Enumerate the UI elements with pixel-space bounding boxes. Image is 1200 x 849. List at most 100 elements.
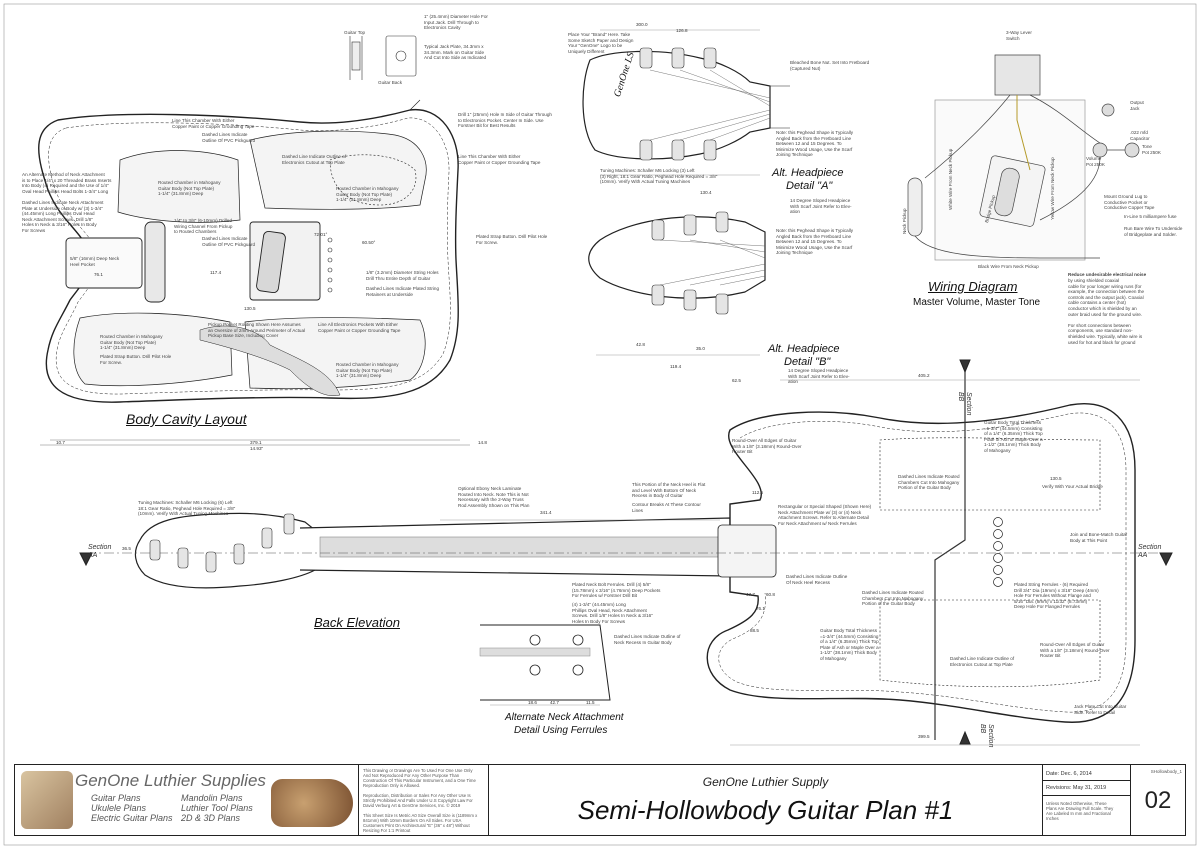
neck-pocket [65, 237, 143, 289]
note-dashed-pvc-2: Dashed Lines Indicate Outline Of PVC Pic… [202, 236, 256, 247]
neck-pickup-route [144, 221, 166, 303]
note-tuners-back: Tuning Machines: Schaller M6 Locking (6)… [138, 500, 236, 517]
plans-left-1: Ukulele Plans [91, 803, 147, 813]
note-strap-button-2: Plated Strap Button. Drill Pilot Hole Fo… [100, 354, 172, 365]
headstock-b-outline [588, 216, 766, 299]
note-routed-chamber-1: Routed Chamber in Mahogany Guitar Body (… [158, 180, 221, 197]
note-neck-bolts-alt: (4) 1-3/4" (44.45mm) Long Phillips Oval … [572, 602, 653, 624]
strings-a [649, 69, 771, 141]
tb-brand-cell: GenOne Luthier Supplies Guitar Plans Uku… [15, 765, 359, 835]
tb-divider-1 [1043, 780, 1130, 781]
body-back-inner [718, 412, 1127, 713]
section-line-bb [934, 370, 966, 740]
w-reduce-text: by using shielded coaxial cable for your… [1068, 278, 1145, 345]
back-elevation [79, 359, 1173, 745]
dim-130-5: 130.5 [1050, 476, 1062, 481]
note-roundover-2: Round-Over All Edges of Guitar With a 1/… [1040, 642, 1110, 659]
note-wiring-channel: 1/4" to 3/8" (6-10mm) Drilled Wiring Cha… [174, 218, 233, 235]
section-arrow-left [79, 552, 93, 567]
tb-date-cell: Date: Dec. 6, 2014 Revisions: May 31, 20… [1043, 765, 1131, 835]
note-dashed-routed: Dashed Lines Indicate Routed Chambers Cu… [898, 474, 960, 491]
alt-headpiece-a-title-1: Alt. Headpiece [772, 167, 844, 179]
note-join-body: Join and Bone-Match Guitar Body at This … [1070, 532, 1128, 543]
note-string-holes: 1/8" (3.2mm) Diameter String Holes Drill… [366, 270, 439, 281]
dim-35: 35.0 [696, 346, 705, 351]
w-label-black-wire: Black Wire From Neck Pickup [978, 264, 1039, 269]
w-label-3way: 3-Way Lever Switch [1006, 30, 1032, 41]
f-hole-left [199, 325, 341, 397]
chamber-upper-left [117, 150, 241, 223]
dim-76b: 76.1 [756, 606, 765, 611]
w-label-bare: Run Bare Wire To Underside of Bridgeplat… [1124, 226, 1183, 237]
note-routed-chamber-2: Routed Chamber in Mahogany Guitar Body (… [336, 186, 399, 203]
neck-plate-back [717, 524, 777, 578]
note-electronics-foil: Line All Electronics Pockets With Either… [318, 322, 401, 333]
brand-body-image [271, 779, 353, 827]
sheet-number: 02 [1144, 787, 1172, 814]
note-neck-plate: Rectangular or Special Shaped (Shown Her… [778, 504, 872, 526]
brand-guitar-image [21, 771, 73, 829]
note-drill-side: Drill 1" (25mm) Hole In Side of Guitar T… [458, 112, 552, 129]
dim-42: 42.8 [636, 342, 645, 347]
dim-130: 130.5 [244, 306, 256, 311]
dimension-lines [440, 29, 1140, 746]
dim-36: 36.5 [122, 546, 131, 551]
section-arrow-bottom [959, 730, 971, 745]
alt-neck-detail [479, 624, 611, 701]
w-label-yellow: Yellow Wire From Neck Pickup [1050, 157, 1055, 220]
note-guitar-back: Guitar Back [378, 80, 402, 85]
chamber-lower-left [73, 312, 233, 387]
dim-405: 405.2 [918, 373, 930, 378]
note-guitar-top: Guitar Top [344, 30, 366, 35]
dim-341: 341.4 [540, 510, 552, 515]
note-brand: Place Your "Brand" Here. Take Some Sketc… [568, 32, 634, 54]
alt-headpiece-b [588, 216, 766, 299]
note-tuners-a: Tuning Machines: Schaller M6 Locking (3)… [600, 168, 718, 185]
dim-body-width: 379.1 [250, 440, 262, 445]
note-string-ferrules: Plated String Ferrules - (6) Required Dr… [1014, 582, 1099, 610]
note-routed-chamber-3: Routed Chamber in Mahogany Guitar Body (… [100, 334, 163, 351]
note-jack-plate-2: Jack Plate Cut Into Guitar Side. Refer t… [1074, 704, 1127, 715]
note-chamber-foil-2: Line This Chamber With Either Copper Pai… [458, 154, 541, 165]
body-chamber-back-2 [879, 599, 1101, 688]
alt-headpiece-b-title-1: Alt. Headpiece [768, 343, 840, 355]
w-label-volume: Volume Pot 250K [1086, 156, 1105, 167]
note-bone-nut: Bleached Bone Nut. Set Into Fretboard (C… [790, 60, 870, 71]
note-neck-heel: This Portion of the Neck Heel is Flat an… [632, 482, 706, 499]
note-roundover-1: Round-Over All Edges of Guitar With a 1/… [732, 438, 802, 455]
note-strap-button-1: Plated Strap Button. Drill Pilot Hole Fo… [476, 234, 548, 245]
tb-legal-cell: This Drawing or Drawings Are To Used For… [359, 765, 489, 835]
dim-112: 112.5 [752, 490, 764, 495]
supply-name: GenOne Luthier Supply [702, 775, 829, 789]
dim-47: 47.7 [746, 592, 755, 597]
note-dashed-electronics: Dashed Line Indicate Outline of Electron… [282, 154, 347, 165]
legal-text: This Drawing or Drawings Are To Used For… [363, 768, 478, 833]
tb-divider-2 [1043, 795, 1130, 796]
wiring-diagram-title: Wiring Diagram [928, 279, 1018, 294]
section-label-right: Section AA [1138, 544, 1162, 559]
dim-11: 11.5 [586, 700, 595, 705]
w-label-milliamp: In-Line 5 milliampere fuse [1124, 214, 1177, 219]
w-reduce-title: Reduce undesirable electrical noise [1068, 272, 1147, 277]
alt-neck-title-2: Detail Using Ferrules [514, 725, 608, 736]
plans-right-2: 2D & 3D Plans [181, 813, 241, 823]
string-holes [327, 237, 333, 293]
ferrule-holes [993, 517, 1003, 587]
dim-117: 117.4 [210, 270, 222, 275]
back-elevation-title: Back Elevation [314, 615, 400, 630]
alt-headpiece-b-title-2: Detail "B" [784, 356, 831, 368]
note-routed-chamber-4: Routed Chamber in Mahogany Guitar Body (… [336, 362, 399, 379]
note-total-thick-1: Guitar Body Total Thickness =1-3/4" (44.… [984, 420, 1043, 453]
note-neck-pocket: 5/8" (16mm) Deep Neck Heel Pocket [70, 256, 120, 267]
tb-sheet-cell: SHollowbody_1 02 [1131, 765, 1185, 835]
note-angled-b: 14 Degree Sloped Headpiece With Scarf Jo… [788, 368, 850, 385]
plans-right-1: Luthier Tool Plans [181, 803, 253, 813]
w-label-ground: Mount Ground Lug to Conductive Pocket or… [1104, 194, 1155, 211]
dim-300: 300.0 [636, 22, 648, 27]
dim-399: 399.5 [918, 734, 930, 739]
section-label-bottom: Section BB [979, 724, 994, 748]
plans-left-2: Electric Guitar Plans [91, 813, 173, 823]
note-chamber-foil-1: Line This Chamber With Either Copper Pai… [172, 118, 255, 129]
jack-detail [349, 35, 417, 80]
